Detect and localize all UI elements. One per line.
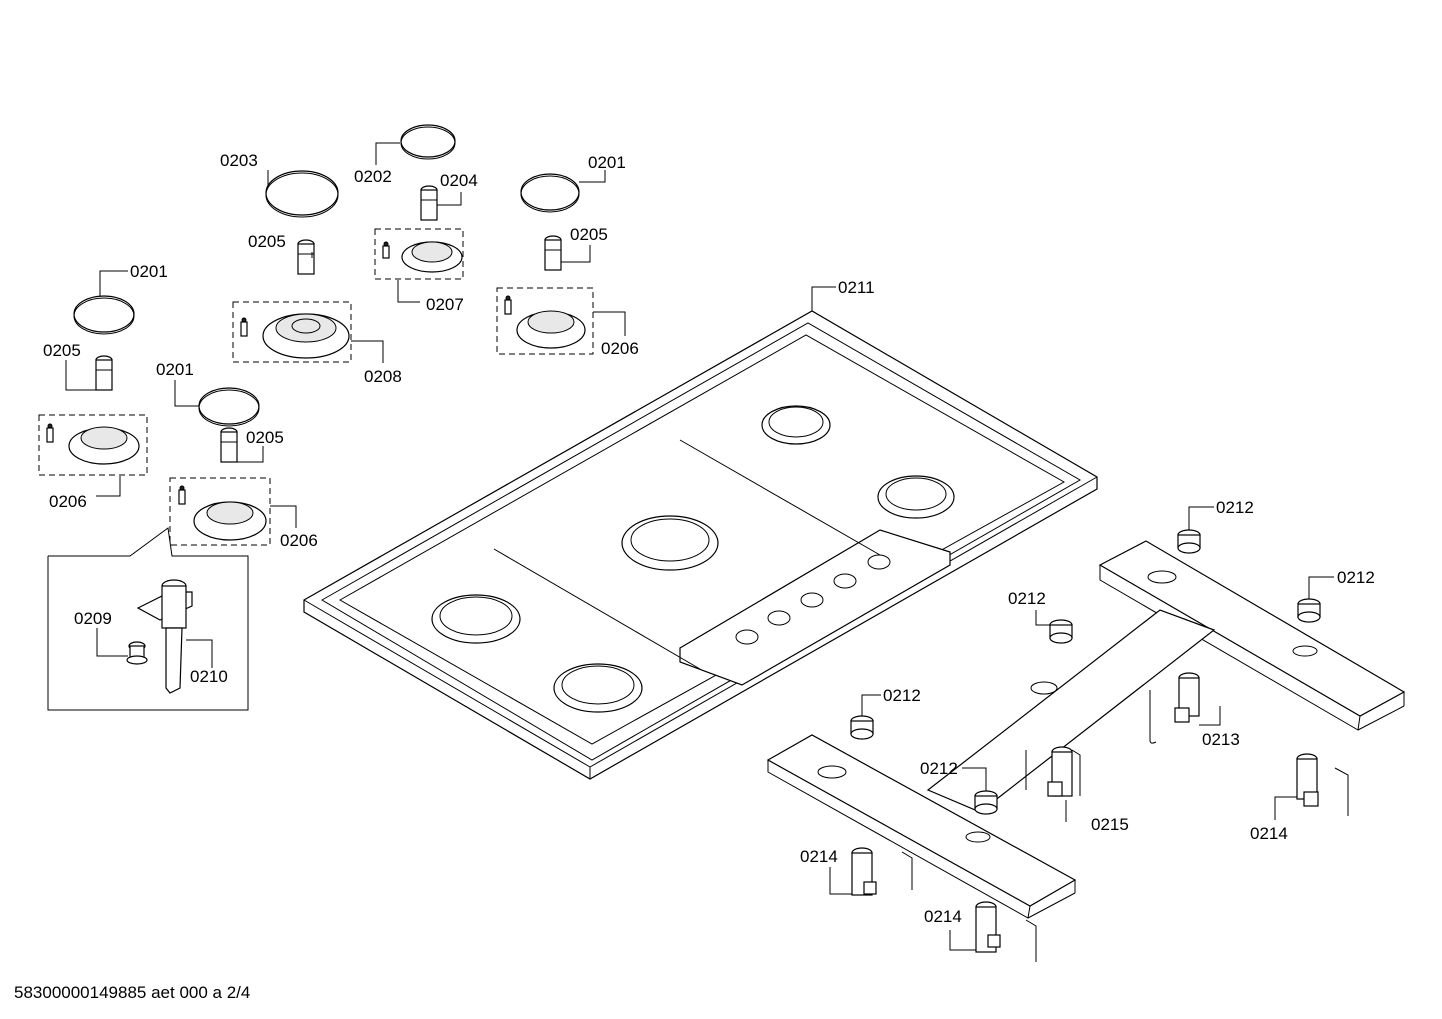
label-0205-d: 0205 [246,428,284,447]
label-0201-mid: 0201 [156,360,194,379]
burner-base-0207[interactable] [374,228,464,280]
burner-cap-0201-mid[interactable] [198,387,260,427]
label-0212-a: 0212 [1216,498,1254,517]
burner-cap-0203[interactable] [265,170,339,218]
document-footer-code: 58300000149885 aet 000 a 2/4 [14,983,250,1002]
label-0213: 0213 [1202,730,1240,749]
label-0203: 0203 [220,151,258,170]
label-0201-left: 0201 [130,262,168,281]
cooktop-tray-0211[interactable] [303,310,1098,780]
nut-0212-b[interactable] [1297,598,1321,623]
label-0206-mid: 0206 [280,531,318,550]
nozzle-0205-c[interactable] [95,355,113,391]
nut-0212-c[interactable] [1049,619,1073,644]
label-0205-a: 0205 [248,232,286,251]
nut-0212-e[interactable] [974,790,998,815]
valve-0213[interactable] [1149,672,1200,744]
nozzle-0204[interactable] [420,185,438,221]
burner-base-0206-right[interactable] [496,287,594,355]
nut-0212-d[interactable] [850,715,874,740]
rail-middle[interactable] [926,609,1216,813]
label-0205-b: 0205 [570,225,608,244]
label-0211: 0211 [838,278,875,297]
label-0209: 0209 [74,609,112,628]
burner-base-0208[interactable] [232,301,352,363]
label-0210: 0210 [190,667,228,686]
nozzle-0205-b[interactable] [544,235,562,271]
label-0215: 0215 [1091,815,1129,834]
rail-right[interactable] [1098,540,1406,731]
burner-cap-0202[interactable] [400,124,456,160]
label-0214-bottom: 0214 [924,907,962,926]
burner-base-0206-mid[interactable] [169,477,271,546]
label-0201-right: 0201 [588,153,626,172]
valve-0214-left[interactable] [851,847,913,896]
part-labels: 0203 0202 0204 0201 0205 0205 0207 0208 … [43,151,1375,926]
label-0212-e: 0212 [920,759,958,778]
screw-0209[interactable] [126,641,148,665]
label-0202: 0202 [354,167,392,186]
label-0206-right: 0206 [601,339,639,358]
label-0212-b: 0212 [1337,568,1375,587]
nozzle-0205-d[interactable] [220,427,238,463]
burner-cap-0201-right[interactable] [520,173,580,213]
nozzle-0205-a[interactable] [297,239,315,275]
rail-left[interactable] [766,734,1077,919]
label-0208: 0208 [364,367,402,386]
detail-callout-box [47,527,249,711]
label-0214-left: 0214 [800,847,838,866]
valve-0215[interactable] [1025,746,1081,797]
valve-0214-bottom[interactable] [975,901,1037,962]
label-0207: 0207 [426,295,464,314]
burner-base-0206-left[interactable] [38,414,148,476]
nut-0212-a[interactable] [1177,529,1201,554]
label-0214-right: 0214 [1250,824,1288,843]
label-0206-left: 0206 [49,492,87,511]
label-0212-c: 0212 [1008,589,1046,608]
label-0205-c: 0205 [43,341,81,360]
electrode-0210[interactable] [136,579,193,694]
label-0212-d: 0212 [883,686,921,705]
burner-cap-0201-left[interactable] [73,295,135,335]
leader-lines [65,142,1334,951]
valve-0214-right[interactable] [1296,753,1349,816]
label-0204: 0204 [440,171,478,190]
